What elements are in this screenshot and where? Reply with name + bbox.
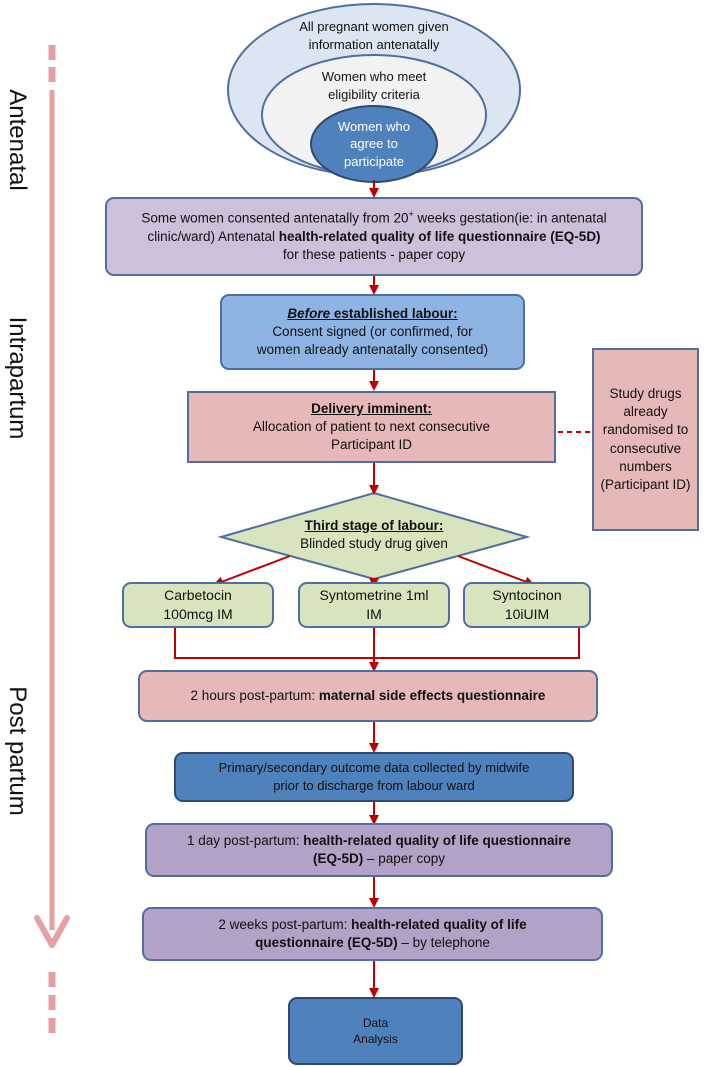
phase-label-antenatal: Antenatal [4, 89, 31, 191]
third-stage-text: Third stage of labour: Blinded study dru… [300, 517, 448, 551]
drug-box-syntocinon: Syntocinon 10iUIM [463, 582, 591, 628]
middle-ellipse-text: Women who meet eligibility criteria [321, 69, 427, 102]
phase-label-intrapartum: Intrapartum [4, 316, 31, 440]
two-weeks-box: 2 weeks post-partum: health-related qual… [142, 907, 603, 961]
drug-box-carbetocin: Carbetocin 100mcg IM [122, 582, 274, 628]
outcome-data-box: Primary/secondary outcome data collected… [174, 752, 574, 802]
data-analysis-box: Data Analysis [288, 997, 463, 1065]
inner-ellipse-text: Women who agree to participate [337, 118, 410, 169]
study-drugs-box: Study drugs already randomised to consec… [592, 348, 699, 531]
timeline-arrow [34, 45, 70, 1033]
delivery-imminent-box: Delivery imminent: Allocation of patient… [187, 391, 556, 463]
one-day-box: 1 day post-partum: health-related qualit… [145, 823, 613, 877]
antenatal-consent-box: Some women consented antenatally from 20… [105, 197, 643, 276]
before-labour-box: Before established labour: Consent signe… [220, 294, 525, 370]
drug-box-syntometrine: Syntometrine 1ml IM [298, 582, 450, 628]
before-labour-title: Before established labour: [287, 305, 458, 321]
outer-ellipse-text: All pregnant women given information ant… [299, 19, 449, 52]
phase-label-post-partum: Post partum [4, 686, 31, 816]
eligibility-ellipses [227, 3, 521, 183]
flow-arrows [174, 180, 590, 998]
two-hours-box: 2 hours post-partum: maternal side effec… [138, 670, 598, 722]
